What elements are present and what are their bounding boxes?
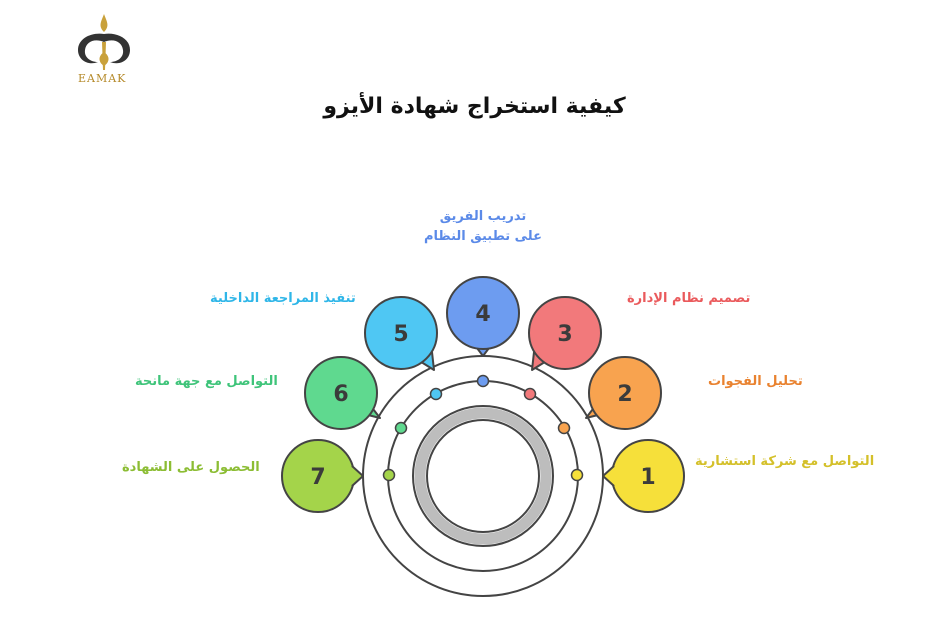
inner-ring-outer (412, 405, 554, 547)
bubble-3-circle (528, 296, 602, 370)
step-3-label: تصميم نظام الإدارة (627, 291, 751, 306)
bubble-3-number: 3 (557, 322, 572, 347)
step-7-label: الحصول على الشهادة (122, 460, 260, 475)
step-5-label: تنفيذ المراجعة الداخلية (210, 291, 356, 306)
ring-dot-2 (557, 421, 571, 435)
inner-ring-inner (426, 419, 540, 533)
ring-dot-5 (429, 387, 443, 401)
bubble-6-number: 6 (333, 382, 348, 407)
bubble-4: 4 (446, 276, 520, 357)
bubble-5-pointer (417, 351, 435, 371)
bubble-2-number: 2 (617, 382, 632, 407)
bubble-1-pointer (602, 465, 615, 487)
logo-flame (100, 14, 108, 32)
step-4-label-line1: تدريب الفريق (439, 209, 527, 224)
bubble-6-circle (304, 356, 378, 430)
bubble-5-circle (364, 296, 438, 370)
bubble-7-pointer (351, 465, 364, 487)
logo-swirl-right (104, 33, 130, 64)
inner-ring-band (414, 407, 552, 545)
bubble-3-pointer (531, 351, 549, 371)
ring-dot-4 (476, 374, 490, 388)
bubble-7-number: 7 (310, 465, 325, 490)
bubble-4-number: 4 (475, 302, 490, 327)
ring-dot-1 (570, 468, 584, 482)
bubble-1: 1 (602, 439, 685, 513)
step-6-label: التواصل مع جهة مانحة (135, 374, 278, 389)
bubble-1-number: 1 (640, 465, 655, 490)
ring-dots (382, 374, 584, 482)
bubble-4-circle (446, 276, 520, 350)
bubble-3: 3 (528, 296, 602, 371)
bubble-5-number: 5 (393, 322, 408, 347)
step-1-label: التواصل مع شركة استشارية (695, 454, 875, 469)
ring-dot-6 (394, 421, 408, 435)
page-title: كيفية استخراج شهادة الأيزو (323, 94, 626, 119)
step-2-label: تحليل الفجوات (708, 374, 803, 389)
bubble-7: 7 (281, 439, 364, 513)
bubble-5: 5 (364, 296, 438, 371)
ring-dot-7 (382, 468, 396, 482)
step-4-label: تدريب الفريق على تطبيق النظام (403, 207, 563, 247)
bubble-2: 2 (585, 356, 662, 430)
step-4-label-line2: على تطبيق النظام (424, 229, 542, 244)
logo-leaf (99, 52, 109, 66)
logo-swirl-left (78, 33, 104, 64)
logo-text: EAMAK (78, 72, 127, 85)
eamak-logo (78, 14, 130, 70)
bubble-6: 6 (304, 356, 381, 430)
ring-dot-3 (523, 387, 537, 401)
bubble-2-circle (588, 356, 662, 430)
